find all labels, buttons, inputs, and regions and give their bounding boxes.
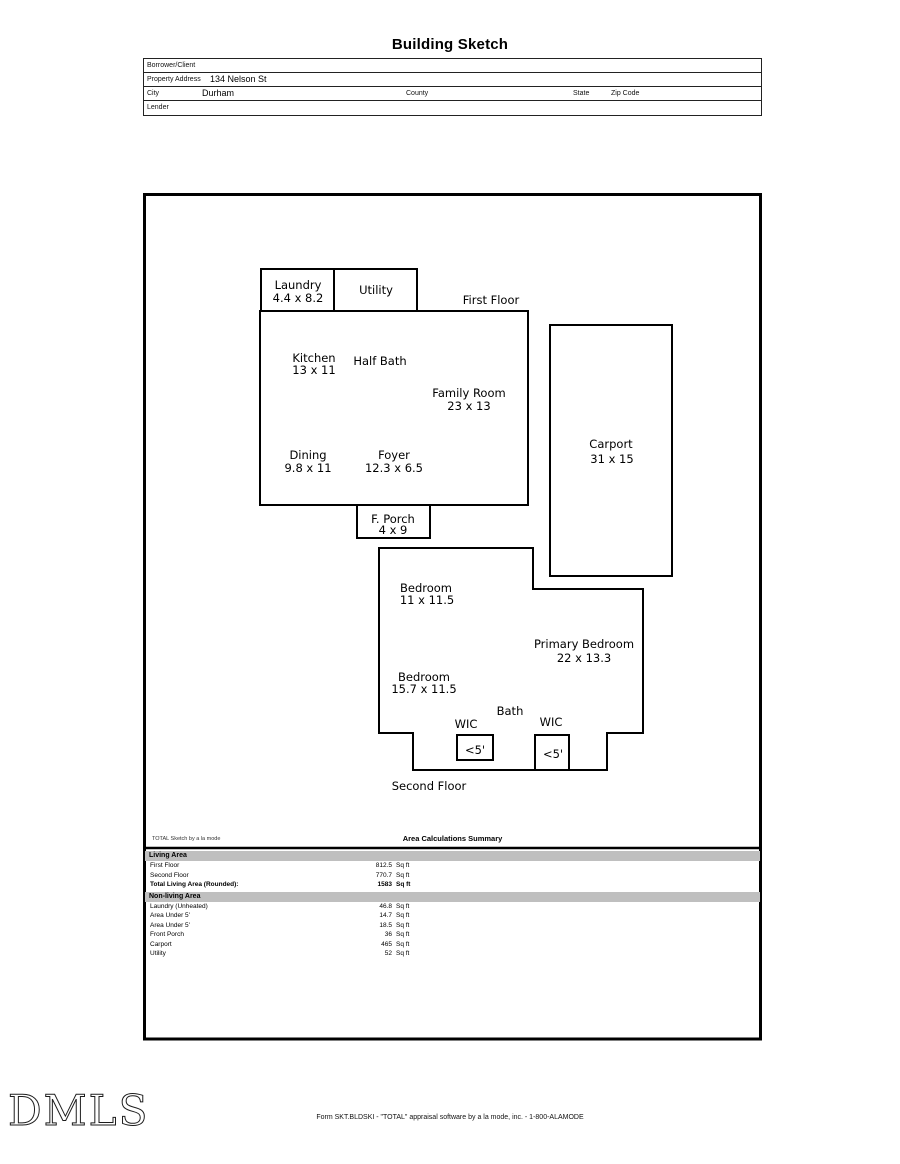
page-title: Building Sketch (391, 36, 509, 53)
property-address-label: Property Address (147, 76, 201, 83)
row-unit: Sq ft (396, 862, 410, 869)
summary-row: First Floor 812.5 Sq ft (145, 861, 760, 871)
summary-row: Front Porch 36 Sq ft (145, 930, 760, 940)
summary-header-row: TOTAL Sketch by a la mode Area Calculati… (145, 833, 760, 847)
borrower-label: Borrower/Client (147, 62, 196, 69)
utility-label: Utility (359, 283, 393, 297)
wic1-label: WIC (455, 717, 478, 731)
city-value: Durham (202, 88, 235, 98)
row-unit: Sq ft (396, 871, 410, 879)
row-value: 52 (384, 950, 392, 957)
foyer-label: Foyer (378, 448, 410, 462)
row-label: First Floor (150, 862, 180, 869)
row-unit: Sq ft (396, 902, 410, 910)
row-unit: Sq ft (396, 950, 410, 957)
laundry-label: Laundry (275, 278, 322, 292)
row-value: 465 (381, 940, 392, 948)
row-label: Area Under 5' (150, 921, 190, 929)
family-room-label: Family Room (432, 386, 505, 400)
state-label: State (573, 90, 590, 97)
kitchen-dims: 13 x 11 (292, 363, 335, 377)
sketch-watermark: TOTAL Sketch by a la mode (152, 836, 221, 842)
family-room-dims: 23 x 13 (447, 399, 490, 413)
row-value: 1583 (377, 881, 392, 888)
row-label: Second Floor (150, 871, 189, 879)
carport-dims: 31 x 15 (590, 452, 633, 466)
row-unit: Sq ft (396, 881, 411, 888)
half-bath-label: Half Bath (353, 354, 406, 368)
dining-label: Dining (289, 448, 326, 462)
row-unit: Sq ft (396, 921, 410, 929)
zip-code-label: Zip Code (611, 90, 640, 97)
lender-row: Lender (144, 100, 761, 115)
row-label: Laundry (Unheated) (150, 902, 208, 910)
summary-title: Area Calculations Summary (402, 834, 503, 843)
area-under-5-outline-1 (456, 734, 494, 761)
living-area-section-header: Living Area (145, 851, 760, 861)
second-floor-label: Second Floor (392, 779, 467, 793)
summary-row: Area Under 5' 14.7 Sq ft (145, 911, 760, 921)
property-address-row: Property Address 134 Nelson St (144, 72, 761, 86)
row-value: 14.7 (379, 912, 392, 919)
summary-row-total: Total Living Area (Rounded): 1583 Sq ft (145, 880, 760, 890)
row-value: 770.7 (375, 871, 392, 879)
laundry-dims: 4.4 x 8.2 (273, 291, 324, 305)
row-label: Total Living Area (Rounded): (150, 881, 239, 888)
non-living-area-section-header: Non-living Area (145, 891, 760, 902)
dmls-logo: DMLS (7, 1086, 150, 1136)
row-label: Carport (150, 940, 172, 948)
summary-row: Utility 52 Sq ft (145, 949, 760, 959)
primary-bedroom-label: Primary Bedroom (534, 637, 634, 651)
primary-bedroom-dims: 22 x 13.3 (557, 651, 611, 665)
summary-row: Area Under 5' 18.5 Sq ft (145, 921, 760, 931)
row-value: 46.8 (379, 902, 392, 910)
area-under-5-label-2: <5' (543, 747, 563, 761)
row-label: Area Under 5' (150, 912, 190, 919)
summary-row: Second Floor 770.7 Sq ft (145, 871, 760, 881)
bedroom1-dims: 11 x 11.5 (400, 593, 454, 607)
utility-outline (333, 268, 418, 312)
bath-label: Bath (497, 704, 524, 718)
row-value: 812.5 (375, 862, 392, 869)
front-porch-outline (356, 504, 431, 539)
second-floor-outline (378, 547, 644, 771)
property-address-value: 134 Nelson St (210, 74, 267, 84)
summary-row: Laundry (Unheated) 46.8 Sq ft (145, 902, 760, 912)
city-label: City (147, 90, 160, 97)
front-porch-dims: 4 x 9 (379, 523, 408, 537)
form-footer-text: Form SKT.BLDSKI - "TOTAL" appraisal soft… (316, 1114, 584, 1121)
bedroom1-label: Bedroom (400, 581, 452, 595)
county-label: County (406, 90, 429, 97)
foyer-dims: 12.3 x 6.5 (365, 461, 423, 475)
bedroom2-dims: 15.7 x 11.5 (391, 682, 456, 696)
area-under-5-outline-2 (534, 734, 570, 771)
lender-label: Lender (147, 104, 169, 111)
area-under-5-label-1: <5' (465, 743, 485, 757)
front-porch-label: F. Porch (371, 512, 415, 526)
carport-label: Carport (589, 437, 633, 451)
row-label: Front Porch (150, 931, 184, 938)
property-info-table: Borrower/Client Property Address 134 Nel… (143, 58, 762, 116)
wic2-label: WIC (540, 715, 563, 729)
row-unit: Sq ft (396, 940, 410, 948)
borrower-row: Borrower/Client (144, 59, 761, 72)
carport-outline (549, 324, 673, 577)
bedroom2-label: Bedroom (398, 670, 450, 684)
sketch-border (143, 193, 762, 1041)
row-unit: Sq ft (396, 912, 410, 919)
row-value: 18.5 (379, 921, 392, 929)
city-state-row: City Durham County State Zip Code (144, 86, 761, 100)
row-label: Utility (150, 950, 166, 957)
area-calculations-summary: Living Area First Floor 812.5 Sq ft Seco… (145, 851, 760, 959)
laundry-outline (260, 268, 335, 312)
kitchen-label: Kitchen (292, 351, 335, 365)
dining-dims: 9.8 x 11 (284, 461, 331, 475)
row-value: 36 (384, 931, 392, 938)
summary-row: Carport 465 Sq ft (145, 940, 760, 950)
row-unit: Sq ft (396, 931, 410, 938)
first-floor-label: First Floor (463, 293, 520, 307)
